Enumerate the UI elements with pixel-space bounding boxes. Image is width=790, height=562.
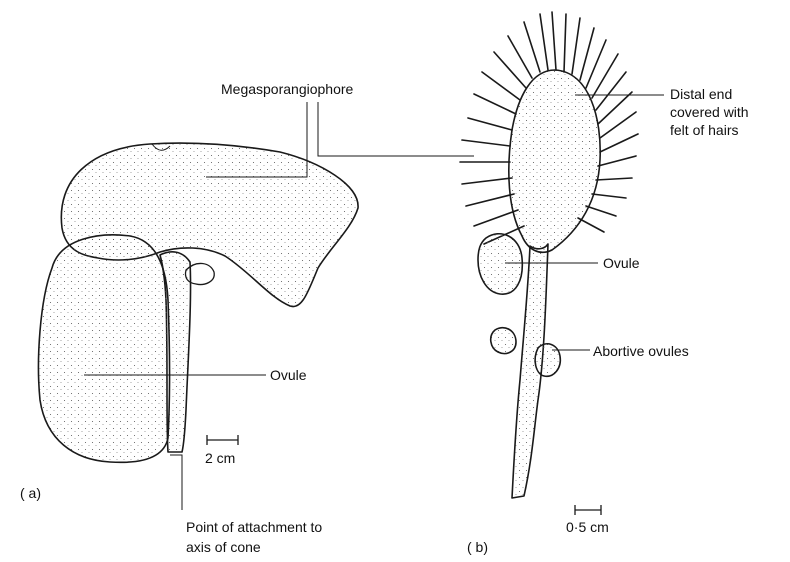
label-megasporangiophore: Megasporangiophore <box>221 81 354 97</box>
ovule-a <box>39 235 170 462</box>
label-scale-a: 2 cm <box>205 450 235 466</box>
label-panel-a: ( a) <box>20 485 41 501</box>
label-distal-2: covered with <box>670 104 749 120</box>
abortive-ovule-right <box>535 344 560 376</box>
label-attachment-2: axis of cone <box>186 539 261 555</box>
panel-a-drawing <box>39 143 359 462</box>
label-distal-3: felt of hairs <box>670 122 738 138</box>
scale-bar-b <box>575 505 601 515</box>
label-panel-b: ( b) <box>467 539 488 555</box>
label-scale-b: 0·5 cm <box>566 519 609 535</box>
abortive-ovule-left <box>491 328 516 354</box>
distal-body-b <box>509 70 600 252</box>
label-distal-1: Distal end <box>670 86 732 102</box>
label-ovule-b: Ovule <box>603 255 640 271</box>
scale-bar-a <box>207 435 238 445</box>
ovule-b <box>478 234 522 294</box>
label-attachment-1: Point of attachment to <box>186 519 322 535</box>
leaders-b <box>318 95 664 350</box>
label-abortive-ovules: Abortive ovules <box>593 343 689 359</box>
label-ovule-a: Ovule <box>270 367 307 383</box>
